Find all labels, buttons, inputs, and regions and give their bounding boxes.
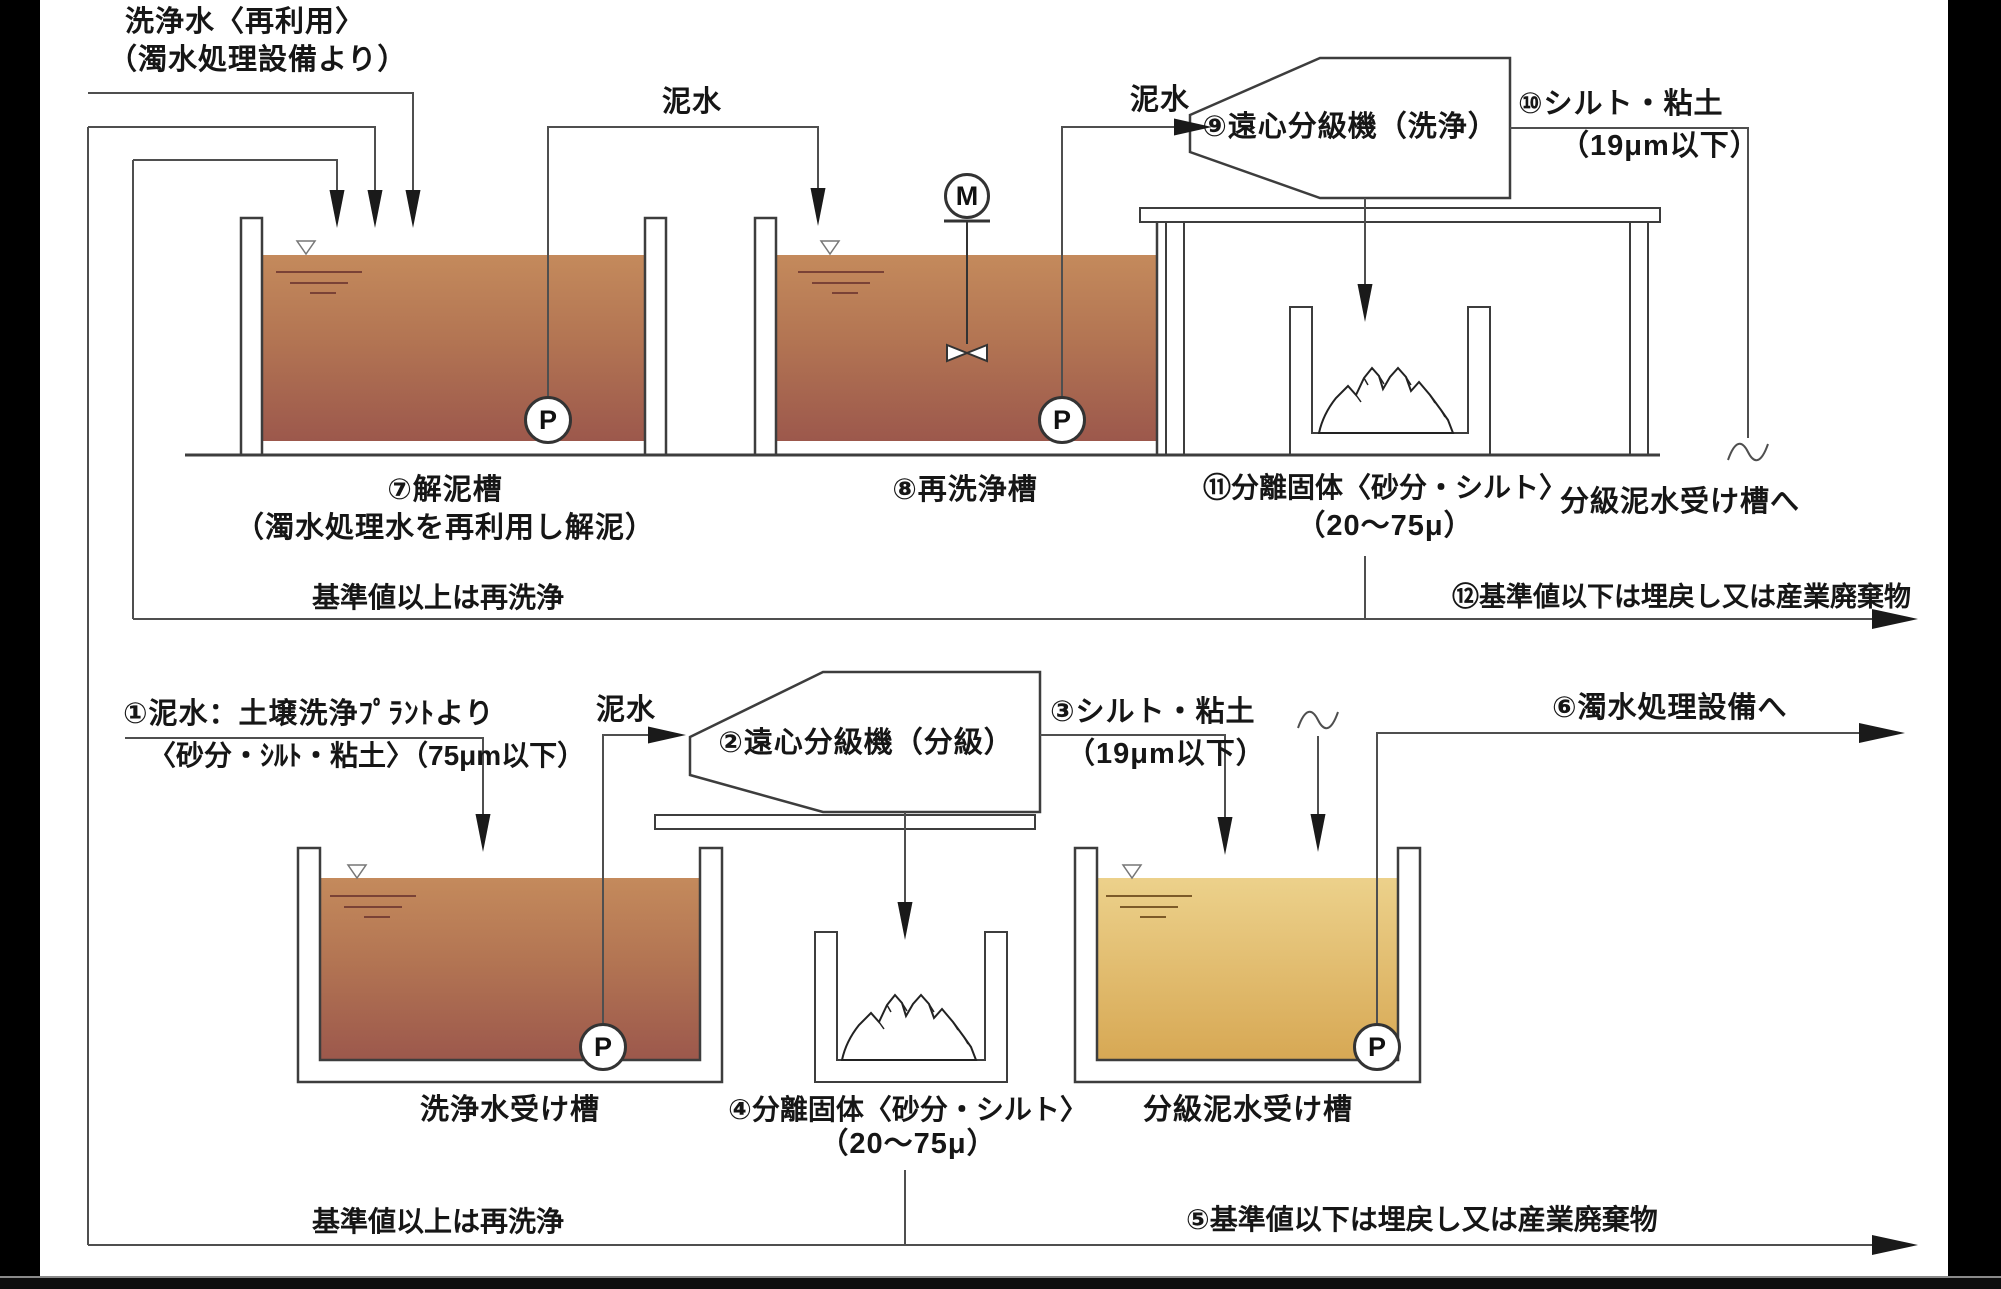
ripple-icon <box>1106 895 1192 918</box>
to-classified-tank-label: 分級泥水受け槽へ <box>1560 486 1801 518</box>
output-10-label-line1: ⑩シルト・粘土 <box>1518 88 1724 120</box>
centrifuge-9-label: ⑨遠心分級機（洗浄） <box>1202 111 1498 143</box>
tank-7-dissolving <box>239 216 668 457</box>
centrifuge-2-label: ②遠心分級機（分級） <box>718 727 1014 759</box>
water-level-icon <box>346 864 368 880</box>
recycled-water-label-line2: （濁水処理設備より） <box>108 44 408 76</box>
to-treatment-6-label: ⑥濁水処理設備へ <box>1552 692 1788 724</box>
solids-pile-icon <box>841 994 977 1061</box>
pump-tank7: P <box>524 396 572 444</box>
disposal-12-label: ⑫基準値以下は埋戻し又は産業廃棄物 <box>1452 582 1911 612</box>
flow-lines <box>87 92 1872 1246</box>
slurry-label-1: 泥水 <box>662 86 723 118</box>
wash-water-tank-label: 洗浄水受け槽 <box>419 1094 600 1126</box>
water-level-icon <box>819 240 841 256</box>
solids-11-label-line1: ⑪分離固体〈砂分・シルト〉 <box>1202 472 1567 503</box>
rewash-label-bottom: 基準値以上は再洗浄 <box>312 1206 565 1237</box>
letterbox-bottom <box>0 1276 2001 1289</box>
output-3-label-line2: （19μm以下） <box>1066 738 1266 770</box>
tank-7-label-line1: ⑦解泥槽 <box>387 474 503 506</box>
solids-4-label-line1: ④分離固体〈砂分・シルト〉 <box>728 1094 1088 1125</box>
pump-tank8: P <box>1038 396 1086 444</box>
ripple-icon <box>276 271 362 294</box>
mixer-motor: M <box>944 173 990 219</box>
slurry-label-3: 泥水 <box>596 694 657 726</box>
input-1-label-line2: 〈砂分・ｼﾙﾄ・粘土〉（75μm以下） <box>148 740 586 771</box>
pump-letter: P <box>538 404 557 435</box>
centrifuge-2-shape <box>688 670 1042 814</box>
tank-wash-water <box>296 846 724 1084</box>
pump-letter: P <box>593 1031 612 1062</box>
rewash-label-top: 基準値以上は再洗浄 <box>312 582 565 613</box>
motor-letter: M <box>955 180 979 211</box>
disposal-5-label: ⑤基準値以下は埋戻し又は産業廃棄物 <box>1186 1204 1658 1235</box>
letterbox-right <box>1948 0 2001 1289</box>
line-break-icon <box>1727 442 1769 462</box>
input-1-label-line1: ①泥水：土壌洗浄ﾌﾟﾗﾝﾄより <box>123 698 495 730</box>
recycled-water-label-line1: 洗浄水〈再利用〉 <box>125 6 366 38</box>
pump-letter: P <box>1052 404 1071 435</box>
classified-tank-label: 分級泥水受け槽 <box>1142 1094 1353 1126</box>
line-break-icon <box>1297 710 1339 730</box>
water-level-icon <box>1121 864 1143 880</box>
tank-7-label-line2: （濁水処理水を再利用し解泥） <box>234 512 655 544</box>
mixer-icon <box>944 219 990 363</box>
solids-stand-11 <box>1139 207 1661 456</box>
solids-pile-icon <box>1318 367 1454 434</box>
solids-4-label-line2: （20～75μ） <box>819 1128 997 1160</box>
ripple-icon <box>330 895 416 918</box>
centrifuge-9-shape <box>1188 56 1512 200</box>
slurry-label-2: 泥水 <box>1130 84 1191 116</box>
ripple-icon <box>798 271 884 294</box>
pump-letter: P <box>1367 1031 1386 1062</box>
tank-8-label: ⑧再洗浄槽 <box>892 474 1038 506</box>
pump-classified-tank: P <box>1353 1023 1401 1071</box>
tank-8-rewash <box>753 216 1180 457</box>
tank-classified-slurry <box>1073 846 1422 1084</box>
output-10-label-line2: （19μm以下） <box>1560 130 1760 162</box>
pump-wash-water-tank: P <box>579 1023 627 1071</box>
output-3-label-line1: ③シルト・粘土 <box>1050 696 1256 728</box>
water-level-icon <box>295 240 317 256</box>
solids-11-label-line2: （20～75μ） <box>1296 510 1474 542</box>
letterbox-left <box>0 0 40 1289</box>
solids-stand-4 <box>654 814 1036 1083</box>
